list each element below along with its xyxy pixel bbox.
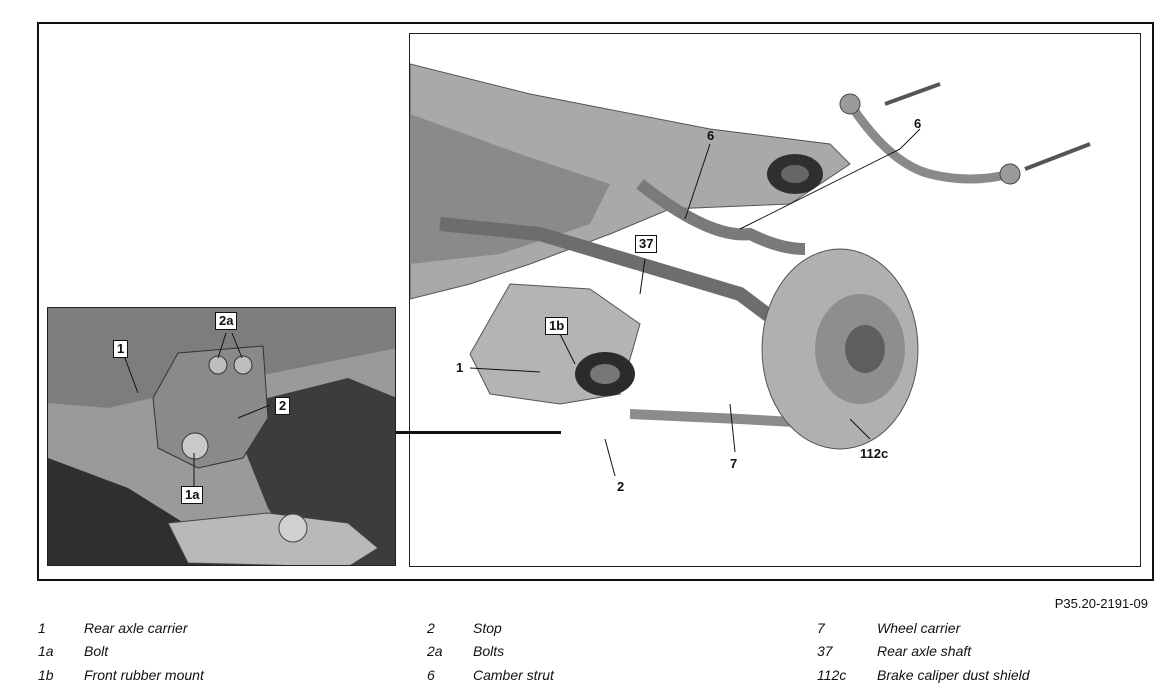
callout-1-main: 1 — [456, 360, 464, 375]
rear-axle-illustration — [409, 33, 1141, 567]
legend-label: Bolts — [473, 643, 505, 659]
inset-callout-1: 1 — [113, 340, 129, 358]
inset-detail-photo — [47, 307, 396, 566]
legend-label: Stop — [473, 620, 502, 636]
legend-number: 1a — [38, 643, 54, 659]
legend-label: Rear axle carrier — [84, 620, 188, 636]
legend-number: 1 — [38, 620, 46, 636]
callout-112c: 112c — [860, 446, 889, 461]
legend-number: 112c — [817, 667, 847, 683]
rear-axle-drawing — [410, 34, 1140, 566]
legend-label: Bolt — [84, 643, 109, 659]
figure-reference-code: P35.20-2191-09 — [1054, 596, 1148, 611]
callout-1b: 1b — [545, 317, 569, 335]
legend-number: 37 — [817, 643, 833, 659]
legend-number: 2a — [427, 643, 443, 659]
legend-label: Wheel carrier — [877, 620, 961, 636]
legend-number: 1b — [38, 667, 54, 683]
callout-6-right: 6 — [914, 116, 922, 131]
legend-number: 2 — [427, 620, 435, 636]
legend-label: Rear axle shaft — [877, 643, 972, 659]
inset-callout-1a: 1a — [181, 486, 204, 504]
callout-7: 7 — [730, 456, 738, 471]
legend-label: Camber strut — [473, 667, 554, 683]
legend-label: Brake caliper dust shield — [877, 667, 1030, 683]
legend-number: 6 — [427, 667, 435, 683]
inset-connector-line — [396, 431, 561, 434]
callout-37: 37 — [635, 235, 658, 253]
inset-detail-drawing — [48, 308, 395, 565]
callout-2-main: 2 — [617, 479, 625, 494]
legend-label: Front rubber mount — [84, 667, 204, 683]
callout-6-left: 6 — [707, 128, 715, 143]
inset-callout-2: 2 — [275, 397, 291, 415]
inset-callout-2a: 2a — [215, 312, 238, 330]
legend-number: 7 — [817, 620, 825, 636]
